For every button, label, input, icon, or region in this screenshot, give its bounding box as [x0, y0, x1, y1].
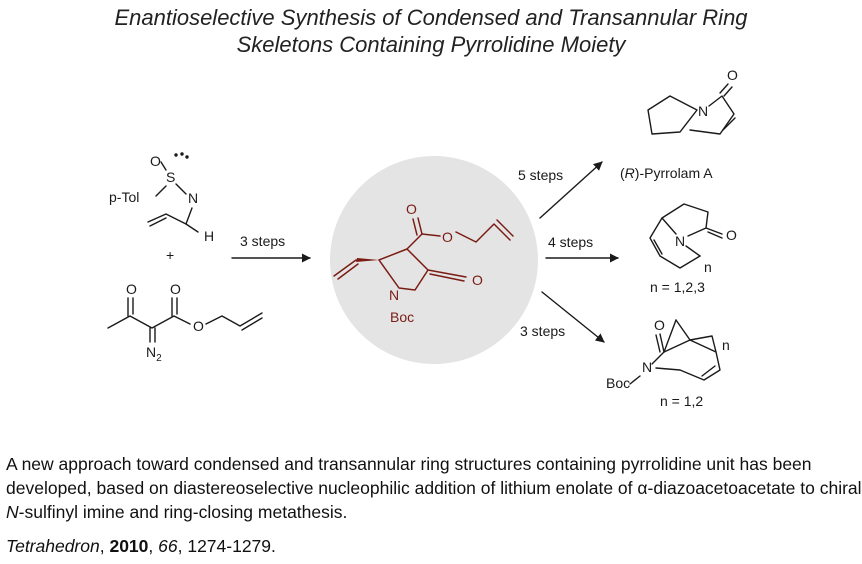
title-line-1: Enantioselective Synthesis of Condensed … — [114, 5, 748, 30]
atom-o-lactam: O — [472, 272, 483, 288]
pyrrolam-a-structure: N O — [647, 67, 738, 135]
arrow-to-pyrrolam — [539, 161, 603, 219]
fused-lactam-caption: n = 1,2,3 — [650, 279, 705, 295]
label-boc: Boc — [390, 309, 414, 325]
atom-n-fused: N — [675, 233, 685, 249]
atom-h: H — [204, 228, 214, 244]
label-n2: N2 — [146, 344, 162, 364]
atom-o-ester: O — [442, 229, 453, 245]
label-boc-bridged: Boc — [606, 375, 630, 391]
atom-n-pyrrolam: N — [698, 103, 708, 119]
citation: Tetrahedron, 2010, 66, 1274-1279. — [6, 536, 276, 556]
atom-o-ester-carbonyl: O — [170, 281, 181, 297]
atom-o-fused: O — [726, 227, 737, 243]
atom-o-ketone: O — [126, 281, 137, 297]
diazoacetoacetate-structure: O O O N2 — [107, 281, 263, 364]
subscript-n-fused: n — [704, 259, 712, 275]
label-4-steps: 4 steps — [548, 234, 593, 250]
atom-o-pyrrolam: O — [727, 67, 738, 83]
pyrrolidinone-intermediate: O O O N Boc — [333, 201, 514, 325]
bridged-lactam-structure: O N Boc n — [606, 317, 730, 391]
label-p-tol: p-Tol — [109, 189, 139, 205]
atom-n-imine: N — [188, 190, 198, 206]
atom-o-ester: O — [193, 318, 204, 334]
atom-n: N — [389, 287, 399, 303]
bridged-lactam-caption: n = 1,2 — [660, 393, 703, 409]
sulfinyl-imine-structure: O S p-Tol N H — [109, 152, 214, 244]
label-3-steps-main: 3 steps — [240, 233, 285, 249]
atom-n-bridged: N — [642, 359, 652, 375]
atom-s: S — [166, 169, 175, 185]
highlight-circle — [330, 156, 538, 364]
title-line-2: Skeletons Containing Pyrrolidine Moiety — [236, 32, 626, 57]
label-3-steps: 3 steps — [520, 323, 565, 339]
atom-o-carbonyl: O — [406, 201, 417, 217]
fused-lactam-structure: N O n — [649, 203, 737, 275]
description: A new approach toward condensed and tran… — [6, 454, 862, 522]
subscript-n-bridged: n — [722, 337, 730, 353]
atom-o-bridged: O — [654, 317, 665, 333]
plus-sign: + — [166, 247, 174, 263]
arrow-to-bridged — [541, 291, 605, 343]
atom-o: O — [150, 153, 161, 169]
pyrrolam-a-name: (R)-Pyrrolam A — [620, 165, 713, 181]
label-5-steps: 5 steps — [518, 167, 563, 183]
reaction-scheme: O S p-Tol N H + O O O N2 3 steps O O — [107, 67, 738, 409]
